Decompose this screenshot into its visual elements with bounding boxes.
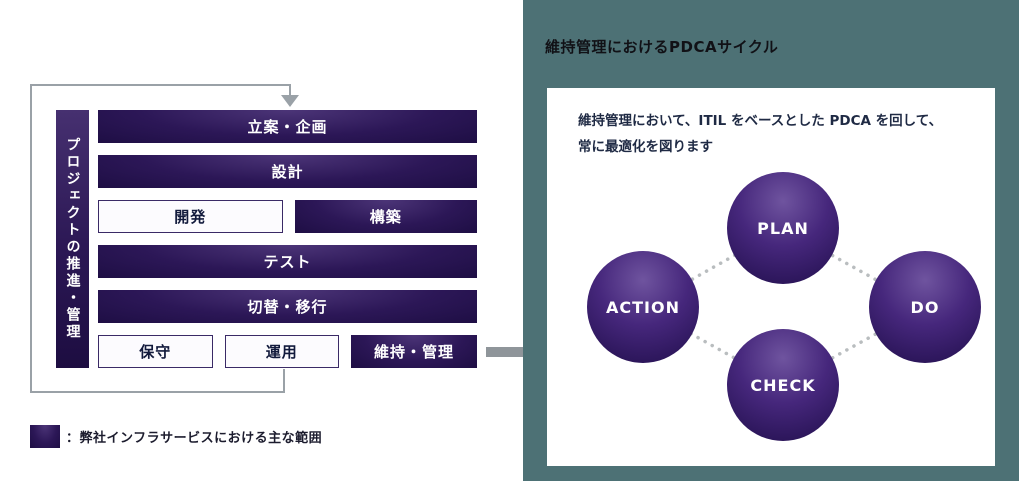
- pdca-check-node: CHECK: [727, 329, 839, 441]
- flow-step-maintenance: 保守: [98, 335, 213, 368]
- legend: ：弊社インフラサービスにおける主な範囲: [30, 425, 322, 448]
- flow-step-development: 開発: [98, 200, 283, 233]
- pdca-card: 維持管理において、ITIL をベースとした PDCA を回して、 常に最適化を図…: [547, 88, 995, 466]
- feedback-loop-arrow: [30, 84, 299, 393]
- side-label: プロジェクトの推進・管理: [56, 110, 89, 368]
- flow-row: 立案・企画: [98, 110, 477, 143]
- pdca-description: 維持管理において、ITIL をベースとした PDCA を回して、 常に最適化を図…: [578, 108, 975, 161]
- pdca-panel: 維持管理におけるPDCAサイクル 維持管理において、ITIL をベースとした P…: [523, 0, 1019, 481]
- project-flow-diagram: プロジェクトの推進・管理 立案・企画 設計 開発 構築 テスト 切替・移行 保守…: [30, 84, 477, 448]
- flow-step-operation: 運用: [224, 335, 339, 368]
- pdca-plan-node: PLAN: [727, 172, 839, 284]
- flow-step-migration: 切替・移行: [98, 290, 477, 323]
- pdca-plan-label: PLAN: [757, 218, 809, 238]
- legend-swatch: [30, 425, 60, 448]
- pdca-do-node: DO: [869, 251, 981, 363]
- pdca-dotted-links: [641, 226, 927, 387]
- flow-step-planning: 立案・企画: [98, 110, 477, 143]
- flow-row: 設計: [98, 155, 477, 188]
- flow-step-construction: 構築: [294, 200, 477, 233]
- flow-step-design: 設計: [98, 155, 477, 188]
- flow-step-upkeep-management: 維持・管理: [351, 335, 477, 368]
- pdca-check-label: CHECK: [750, 375, 816, 395]
- flow-row: 開発 構築: [98, 200, 477, 233]
- flow-row: 切替・移行: [98, 290, 477, 323]
- pdca-action-node: ACTION: [587, 251, 699, 363]
- panel-title: 維持管理におけるPDCAサイクル: [545, 38, 779, 56]
- pdca-do-label: DO: [910, 297, 940, 317]
- pdca-description-line1: 維持管理において、ITIL をベースとした PDCA を回して、: [578, 113, 943, 129]
- flow-rows: 立案・企画 設計 開発 構築 テスト 切替・移行 保守 運用 維持・管理: [98, 110, 477, 368]
- pdca-action-label: ACTION: [606, 297, 680, 317]
- pdca-description-line2: 常に最適化を図ります: [578, 139, 713, 156]
- legend-text: ：弊社インフラサービスにおける主な範囲: [66, 431, 323, 446]
- flow-row: 保守 運用 維持・管理: [98, 335, 477, 368]
- flow-step-test: テスト: [98, 245, 477, 278]
- flow-row: テスト: [98, 245, 477, 278]
